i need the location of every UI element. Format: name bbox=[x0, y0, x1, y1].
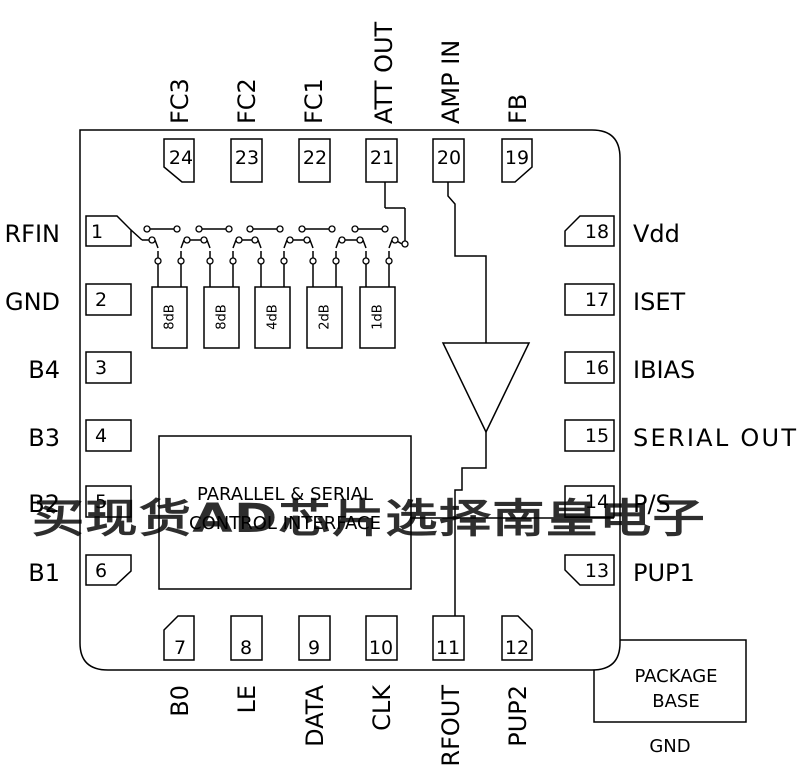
pin-number: 24 bbox=[169, 147, 193, 169]
attenuator-label: 8dB bbox=[163, 304, 178, 329]
pin-number: 18 bbox=[585, 221, 609, 243]
pin-number: 19 bbox=[505, 147, 529, 169]
pin-number: 22 bbox=[303, 147, 327, 169]
pin-number: 1 bbox=[91, 221, 103, 243]
attenuator-label: 4dB bbox=[266, 304, 281, 329]
package-base-label-line2: BASE bbox=[652, 691, 699, 712]
pin-label: Vdd bbox=[633, 220, 680, 248]
pin-number: 10 bbox=[369, 637, 393, 659]
switch-contacts bbox=[143, 225, 409, 265]
pin-label: LE bbox=[233, 685, 261, 714]
watermark-text: 买现货AD芯片选择南皇电子 bbox=[32, 496, 706, 542]
pin-number: 2 bbox=[95, 289, 107, 311]
amplifier-path bbox=[410, 182, 614, 616]
interface-block-line1: PARALLEL & SERIAL bbox=[197, 484, 373, 505]
pin-number: 6 bbox=[95, 560, 107, 582]
pin-number: 15 bbox=[585, 425, 609, 447]
pin-number: 8 bbox=[240, 637, 252, 659]
pin-label: RFIN bbox=[4, 220, 60, 248]
pin-number: 17 bbox=[585, 289, 609, 311]
pin-number: 11 bbox=[436, 637, 460, 659]
pin-label: RFOUT bbox=[437, 685, 465, 767]
pin-label: B0 bbox=[166, 685, 194, 717]
pin-number: 23 bbox=[235, 147, 259, 169]
pin-label: IBIAS bbox=[633, 356, 695, 384]
pin-label: P/S bbox=[633, 490, 671, 518]
package-base-label-line1: PACKAGE bbox=[634, 666, 717, 687]
package-base-outline bbox=[593, 639, 747, 723]
pin-number: 20 bbox=[437, 147, 461, 169]
attenuator-stage bbox=[239, 228, 291, 349]
right-pads bbox=[564, 215, 615, 586]
package-ground-label: GND bbox=[649, 736, 690, 757]
pin-label: FB bbox=[504, 94, 532, 124]
pin-label: ATT OUT bbox=[370, 21, 398, 124]
attenuator-label: 2dB bbox=[318, 304, 333, 329]
pin-number: 3 bbox=[95, 357, 107, 379]
pin-label: AMP IN bbox=[437, 40, 465, 124]
attenuator-stage bbox=[142, 228, 188, 349]
pin-label: B1 bbox=[28, 559, 60, 587]
pin-number: 14 bbox=[585, 491, 609, 513]
pin-label: GND bbox=[5, 288, 60, 316]
pin-label: FC3 bbox=[166, 78, 194, 124]
top-pads bbox=[163, 138, 533, 183]
pin-number: 4 bbox=[95, 425, 107, 447]
pin-label: ISET bbox=[633, 288, 685, 316]
pin-number: 21 bbox=[370, 147, 394, 169]
attenuator-label: 8dB bbox=[215, 304, 230, 329]
interface-block-line2: CONTROL INTERFACE bbox=[189, 513, 381, 534]
pin-number: 16 bbox=[585, 357, 609, 379]
pin-label: PUP1 bbox=[633, 559, 695, 587]
pin-label: DATA bbox=[301, 684, 329, 746]
pin-label: B4 bbox=[28, 356, 60, 384]
pin-label: B2 bbox=[28, 490, 60, 518]
pin-label: B3 bbox=[28, 424, 60, 452]
pin-label: SERIAL OUT bbox=[633, 424, 796, 452]
pin-label: CLK bbox=[368, 684, 396, 731]
pin-number: 12 bbox=[505, 637, 529, 659]
attenuator-label: 1dB bbox=[371, 304, 386, 329]
bottom-pads bbox=[163, 615, 533, 661]
pin-number: 13 bbox=[585, 560, 609, 582]
chip-body bbox=[79, 129, 621, 671]
pin-label: FC2 bbox=[233, 78, 261, 124]
attenuator-stage bbox=[342, 228, 403, 349]
amplifier-triangle bbox=[441, 342, 531, 434]
pin-label: PUP2 bbox=[504, 685, 532, 747]
pin-label: FC1 bbox=[300, 78, 328, 124]
pin-number: 5 bbox=[95, 491, 107, 513]
left-pads bbox=[85, 215, 132, 586]
attenuator-stage bbox=[290, 228, 343, 349]
attenuator-stage bbox=[187, 228, 240, 349]
pin-number: 7 bbox=[174, 637, 186, 659]
interface-block bbox=[158, 435, 412, 590]
pin-number: 9 bbox=[308, 637, 320, 659]
